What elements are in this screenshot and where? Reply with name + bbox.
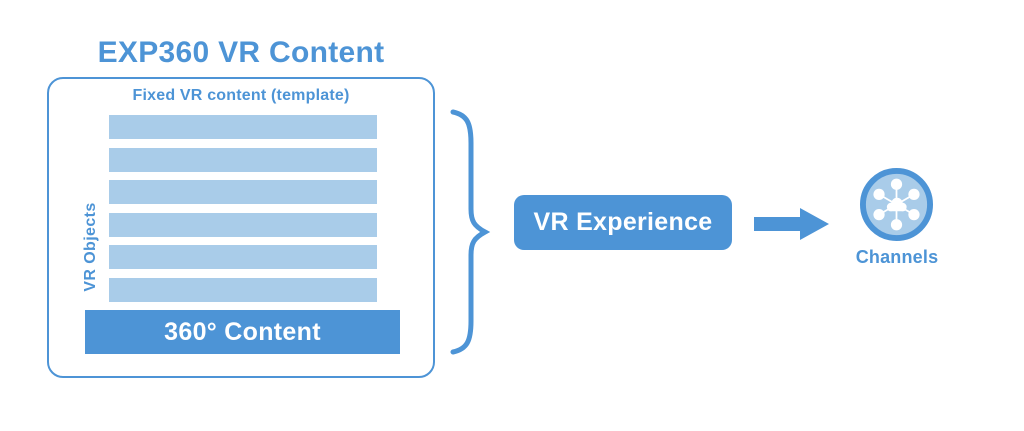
- vr-object-bar: [109, 245, 377, 269]
- diagram-title: EXP360 VR Content: [97, 36, 385, 69]
- fixed-content-header: Fixed VR content (template): [132, 87, 350, 104]
- vr-objects-label: VR Objects: [82, 202, 99, 292]
- content-360-bar: 360° Content: [85, 310, 400, 354]
- vr-experience-box: VR Experience: [514, 195, 732, 250]
- vr-object-bar: [109, 180, 377, 204]
- vr-object-bars: [109, 115, 377, 302]
- channels-network-icon: [859, 167, 934, 242]
- curly-brace-icon: [450, 109, 491, 355]
- vr-object-bar: [109, 115, 377, 139]
- vr-content-box: Fixed VR content (template) VR Objects 3…: [47, 77, 435, 378]
- vr-object-bar: [109, 277, 377, 302]
- vr-object-bar: [109, 147, 377, 172]
- right-arrow-icon: [754, 208, 829, 240]
- vr-object-bar: [109, 212, 377, 237]
- cloud-icon: [886, 197, 907, 212]
- channels-label: Channels: [855, 247, 939, 267]
